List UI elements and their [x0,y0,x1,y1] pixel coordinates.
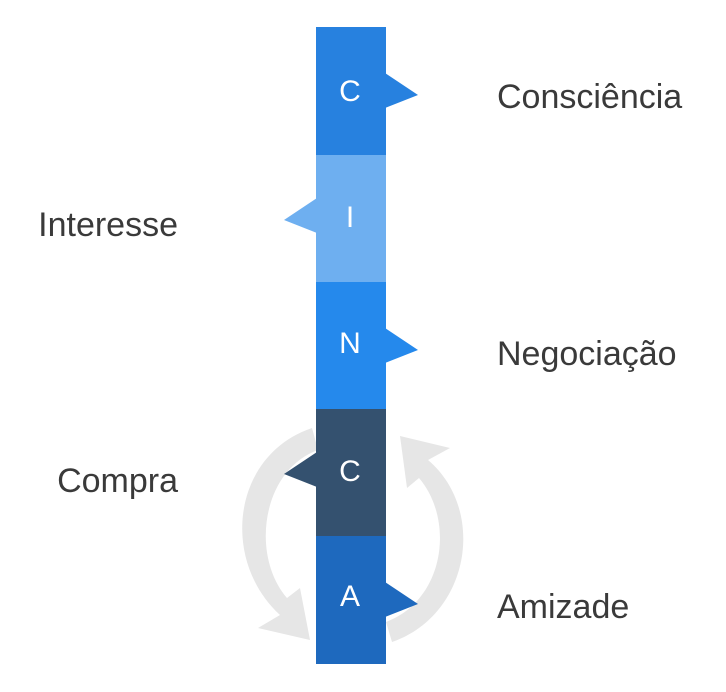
stage-1-label: Consciência [497,78,682,116]
cycle-arrows [242,428,464,642]
stage-2-label: Interesse [38,206,178,244]
cycle-arrow-left-icon [242,428,318,640]
stage-3-pointer [385,328,418,363]
stage-1: C Consciência [316,27,682,155]
stage-4-block [316,409,386,537]
stage-5-letter: A [340,580,360,613]
stage-2-block [316,155,386,283]
stage-5: A Amizade [316,536,629,664]
stage-3-letter: N [339,327,361,360]
stage-2-letter: I [346,201,354,234]
stage-5-label: Amizade [497,588,629,626]
stage-2: I Interesse [38,155,386,283]
stage-2-pointer [284,198,317,233]
stage-1-letter: C [339,75,361,108]
stage-3-block [316,282,386,410]
stage-1-block [316,27,386,155]
stage-5-block [316,536,386,664]
stage-4-label: Compra [57,462,178,500]
stage-3: N Negociação [316,282,677,410]
stage-3-label: Negociação [497,335,677,373]
stage-4: C Compra [57,409,386,537]
cycle-arrow-right-icon [386,436,464,642]
stage-4-pointer [284,452,317,487]
stage-1-pointer [385,73,418,108]
stage-4-letter: C [339,455,361,488]
stage-5-pointer [385,582,418,617]
